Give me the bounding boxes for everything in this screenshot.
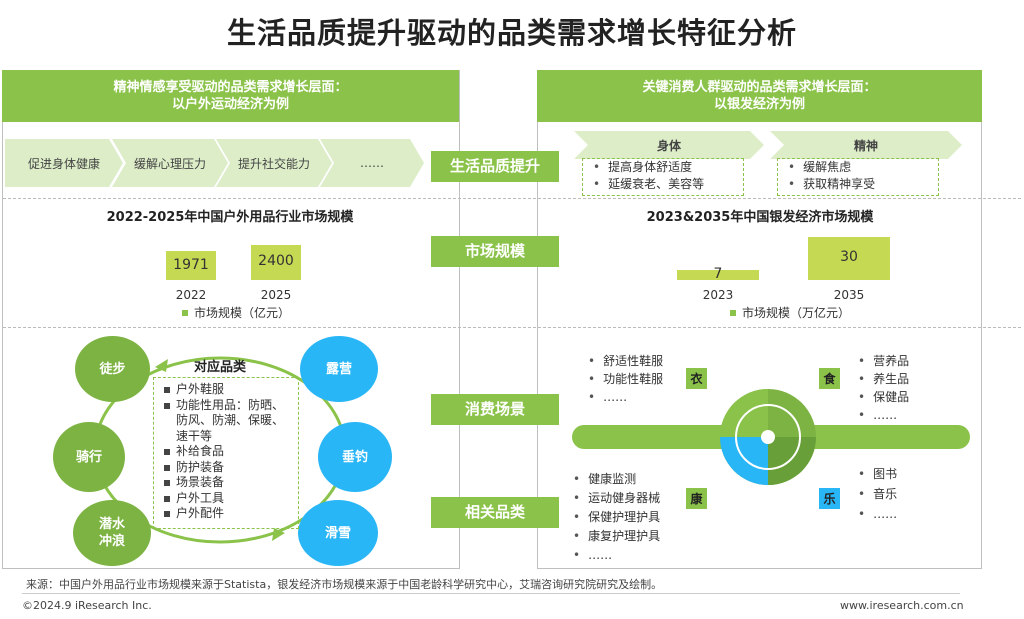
health-item-4: 康复护理护具: [573, 527, 685, 546]
arrow-ellipsis: ……: [320, 139, 424, 187]
clothing-item-2: 功能性鞋服: [588, 370, 688, 388]
footer-rule: [22, 593, 960, 594]
clothing-item-3: ……: [588, 388, 688, 406]
scene-hiking: 徒步: [75, 336, 150, 402]
copyright: ©2024.9 iResearch Inc.: [22, 599, 152, 612]
food-item-1: 营养品: [858, 352, 958, 370]
arrow-body: 身体: [574, 131, 764, 159]
tick-2022: 2022: [175, 288, 207, 302]
bar-value-2025: 2400: [258, 253, 294, 270]
label-market-size: 市场规模: [431, 236, 559, 267]
bar-2022: [166, 251, 216, 280]
clothing-item-1: 舒适性鞋服: [588, 352, 688, 370]
category-item-2: 功能性用品：防晒、防风、防潮、保暖、速干等: [164, 398, 292, 445]
bar-value-2022: 1971: [173, 256, 209, 273]
health-items: 健康监测 运动健身器械 保健护理护具 康复护理护具 ……: [573, 470, 685, 565]
left-header-line-2: 以户外运动经济为例: [171, 97, 289, 112]
scene-skiing: 滑雪: [298, 500, 378, 566]
category-item-4: 防护装备: [164, 460, 292, 476]
legend-swatch: [182, 309, 188, 316]
left-chart: 1971 2022 2400 2025 市场规模（亿元）: [150, 230, 320, 322]
tick-2025: 2025: [260, 288, 292, 302]
tag-food: 食: [819, 368, 840, 389]
right-panel-header: 关键消费人群驱动的品类需求增长层面： 以银发经济为例: [537, 70, 982, 122]
food-item-4: ……: [858, 406, 958, 424]
scene-cycling: 骑行: [53, 422, 125, 492]
bar-value-2023: 7: [713, 266, 723, 282]
source-note: 来源：中国户外用品行业市场规模来源于Statista，银发经济市场规模来源于中国…: [26, 578, 663, 591]
arrow-mind: 精神: [770, 131, 962, 159]
food-item-3: 保健品: [858, 388, 958, 406]
bar-2025: [251, 244, 301, 280]
health-item-5: ……: [573, 546, 685, 565]
leisure-items: 图书 音乐 ……: [858, 464, 958, 524]
arrow-physical-health: 促进身体健康: [5, 139, 123, 187]
food-item-2: 养生品: [858, 370, 958, 388]
health-item-1: 健康监测: [573, 470, 685, 489]
scene-diving-surfing: 潜水 冲浪: [73, 500, 151, 566]
bar-2035: [808, 236, 890, 280]
category-item-1: 户外鞋服: [164, 382, 292, 398]
page-title: 生活品质提升驱动的品类需求增长特征分析: [226, 16, 797, 50]
bar-2023: [677, 269, 759, 280]
category-item-7: 户外配件: [164, 506, 292, 522]
label-related-categories: 相关品类: [431, 497, 559, 528]
leisure-item-1: 图书: [858, 464, 958, 484]
separator-1: [3, 198, 1021, 199]
category-item-6: 户外工具: [164, 491, 292, 507]
legend-label: 市场规模（亿元）: [194, 306, 291, 320]
food-items: 营养品 养生品 保健品 ……: [858, 352, 958, 424]
tick-2023: 2023: [702, 288, 734, 302]
tag-leisure: 乐: [819, 488, 840, 509]
legend-label: 市场规模（万亿元）: [742, 306, 851, 320]
website-url: www.iresearch.com.cn: [840, 599, 964, 612]
right-header-line-1: 关键消费人群驱动的品类需求增长层面：: [642, 80, 877, 95]
categories-title: 对应品类: [193, 360, 246, 375]
leisure-item-3: ……: [858, 504, 958, 524]
arrow-social-skills: 提升社交能力: [216, 139, 332, 187]
category-item-5: 场景装备: [164, 475, 292, 491]
label-consumption-scene: 消费场景: [431, 394, 559, 425]
body-needs-list: 提高身体舒适度 延缓衰老、美容等: [582, 158, 744, 196]
left-header-line-1: 精神情感享受驱动的品类需求增长层面：: [113, 80, 348, 95]
health-item-2: 运动健身器械: [573, 489, 685, 508]
left-chart-title: 2022-2025年中国户外用品行业市场规模: [106, 210, 354, 225]
chart-legend: 市场规模（万亿元）: [730, 304, 850, 321]
scene-fishing: 垂钓: [318, 422, 392, 492]
health-item-3: 保健护理护具: [573, 508, 685, 527]
tick-2035: 2035: [833, 288, 865, 302]
label-quality-upgrade: 生活品质提升: [431, 151, 559, 182]
right-chart: 7 2023 30 2035 市场规模（万亿元）: [675, 230, 895, 322]
category-item-3: 补给食品: [164, 444, 292, 460]
bar-value-2035: 30: [840, 249, 858, 266]
mind-needs-list: 缓解焦虑 获取精神享受: [777, 158, 939, 196]
separator-2: [3, 327, 1021, 328]
right-header-line-2: 以银发经济为例: [713, 97, 805, 112]
right-chart-title: 2023&2035年中国银发经济市场规模: [646, 210, 874, 225]
body-need-2: 延缓衰老、美容等: [593, 176, 743, 193]
tag-clothing: 衣: [686, 368, 707, 389]
needs-wheel: [720, 389, 816, 485]
chart-legend: 市场规模（亿元）: [182, 304, 290, 321]
mind-need-1: 缓解焦虑: [788, 159, 938, 176]
scene-camping: 露营: [300, 336, 378, 402]
categories-box: 户外鞋服 功能性用品：防晒、防风、防潮、保暖、速干等 补给食品 防护装备 场景装…: [153, 377, 299, 529]
arrow-relieve-stress: 缓解心理压力: [112, 139, 228, 187]
tag-health: 康: [686, 488, 707, 509]
mind-need-2: 获取精神享受: [788, 176, 938, 193]
body-need-1: 提高身体舒适度: [593, 159, 743, 176]
left-panel-header: 精神情感享受驱动的品类需求增长层面： 以户外运动经济为例: [2, 70, 459, 122]
leisure-item-2: 音乐: [858, 484, 958, 504]
legend-swatch: [730, 309, 736, 316]
clothing-items: 舒适性鞋服 功能性鞋服 ……: [588, 352, 688, 406]
